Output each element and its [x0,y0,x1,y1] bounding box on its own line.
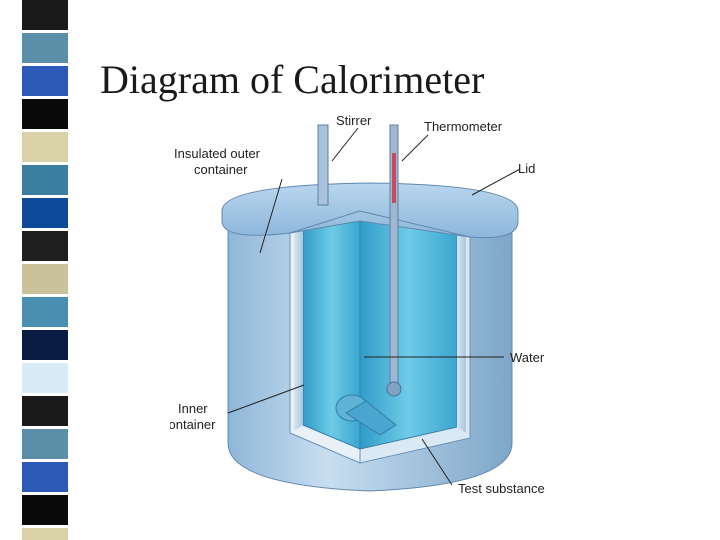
label-thermometer: Thermometer [424,119,503,134]
stripe-block [22,165,68,195]
stirrer [317,124,329,206]
inner-container [294,220,466,450]
lid [221,182,519,239]
stripe-block [22,264,68,294]
stripe-block [22,99,68,129]
stripe-block [22,297,68,327]
thermometer [386,124,402,397]
label-insulated-outer-line2: container [194,162,248,177]
label-inner-line2: container [170,417,216,432]
stripe-block [22,132,68,162]
stripe-block [22,330,68,360]
stripe-block [22,66,68,96]
stripe-block [22,429,68,459]
stripe-block [22,462,68,492]
label-test-substance: Test substance [458,481,545,496]
stripe-block [22,528,68,540]
stripe-block [22,495,68,525]
label-insulated-outer-line1: Insulated outer [174,146,261,161]
stripe-block [22,363,68,393]
leader-lines [227,127,521,486]
stripe-block [22,396,68,426]
stripe-block [22,33,68,63]
decorative-stripe [22,0,68,540]
calorimeter-diagram: Stirrer Thermometer Insulated outer cont… [170,113,560,505]
label-lid: Lid [518,161,535,176]
label-water: Water [510,350,545,365]
stripe-block [22,231,68,261]
test-substance [335,394,397,436]
label-stirrer: Stirrer [336,113,372,128]
label-inner-line1: Inner [178,401,208,416]
stripe-block [22,0,68,30]
slide-title: Diagram of Calorimeter [100,57,485,102]
calorimeter-illustration: Stirrer Thermometer Insulated outer cont… [170,113,545,496]
stripe-block [22,198,68,228]
